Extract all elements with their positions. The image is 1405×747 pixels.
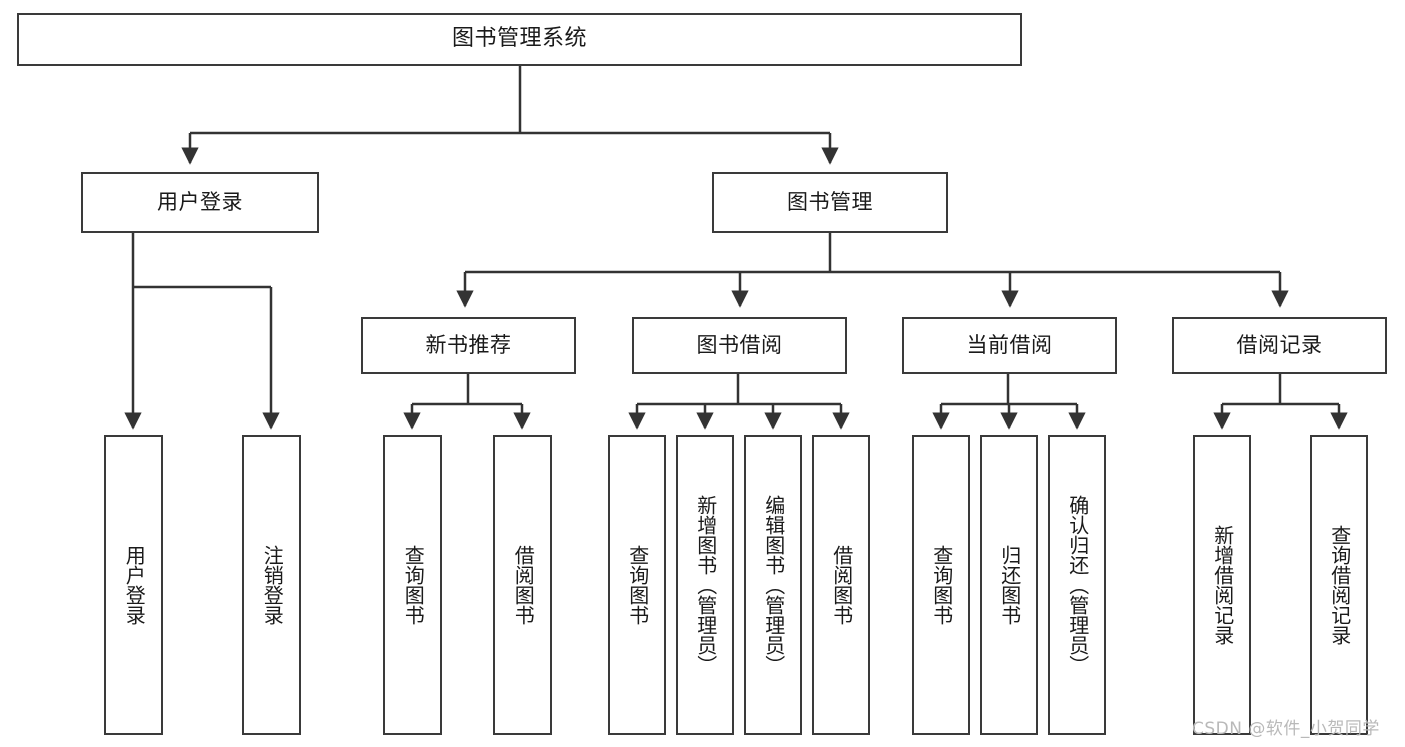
node-leaf-add-borrow-record[interactable]: 新增借阅记录: [1193, 435, 1251, 735]
node-leaf-user-logout[interactable]: 注销登录: [242, 435, 301, 735]
node-borrow-record-label: 借阅记录: [1236, 332, 1323, 357]
node-borrow-record[interactable]: 借阅记录: [1172, 317, 1387, 374]
node-user-login[interactable]: 用户登录: [81, 172, 319, 233]
node-book-manage[interactable]: 图书管理: [712, 172, 948, 233]
node-leaf-user-login-label: 用户登录: [122, 545, 147, 625]
node-leaf-add-book[interactable]: 新增图书（管理员）: [676, 435, 734, 735]
node-leaf-query-borrow-record[interactable]: 查询借阅记录: [1310, 435, 1368, 735]
node-leaf-query-book-3[interactable]: 查询图书: [912, 435, 970, 735]
csdn-watermark: CSDN @软件_小贺同学: [1192, 719, 1380, 739]
node-book-manage-label: 图书管理: [787, 189, 873, 214]
node-leaf-edit-book-label: 编辑图书（管理员）: [761, 495, 786, 675]
node-leaf-query-book-1[interactable]: 查询图书: [383, 435, 442, 735]
node-leaf-confirm-return-label: 确认归还（管理员）: [1065, 495, 1090, 675]
node-leaf-borrow-book-1-label: 借阅图书: [511, 545, 536, 625]
node-leaf-add-book-label: 新增图书（管理员）: [693, 495, 718, 675]
node-current-borrow-label: 当前借阅: [966, 332, 1053, 357]
node-root[interactable]: 图书管理系统: [17, 13, 1022, 66]
node-leaf-query-book-2[interactable]: 查询图书: [608, 435, 666, 735]
node-leaf-confirm-return[interactable]: 确认归还（管理员）: [1048, 435, 1106, 735]
node-current-borrow[interactable]: 当前借阅: [902, 317, 1117, 374]
node-leaf-user-logout-label: 注销登录: [260, 545, 285, 625]
node-leaf-query-book-2-label: 查询图书: [625, 545, 650, 625]
node-new-book-recommend[interactable]: 新书推荐: [361, 317, 576, 374]
node-leaf-return-book-label: 归还图书: [997, 545, 1022, 625]
node-book-borrow[interactable]: 图书借阅: [632, 317, 847, 374]
node-leaf-borrow-book-1[interactable]: 借阅图书: [493, 435, 552, 735]
node-leaf-add-borrow-record-label: 新增借阅记录: [1210, 525, 1235, 645]
node-leaf-user-login[interactable]: 用户登录: [104, 435, 163, 735]
node-user-login-label: 用户登录: [157, 189, 243, 214]
node-root-label: 图书管理系统: [451, 26, 587, 52]
node-leaf-query-book-1-label: 查询图书: [401, 545, 426, 625]
node-leaf-edit-book[interactable]: 编辑图书（管理员）: [744, 435, 802, 735]
node-book-borrow-label: 图书借阅: [696, 332, 783, 357]
node-new-book-recommend-label: 新书推荐: [425, 332, 512, 357]
node-leaf-return-book[interactable]: 归还图书: [980, 435, 1038, 735]
node-leaf-query-borrow-record-label: 查询借阅记录: [1327, 525, 1352, 645]
node-leaf-borrow-book-2-label: 借阅图书: [829, 545, 854, 625]
node-leaf-query-book-3-label: 查询图书: [929, 545, 954, 625]
node-leaf-borrow-book-2[interactable]: 借阅图书: [812, 435, 870, 735]
